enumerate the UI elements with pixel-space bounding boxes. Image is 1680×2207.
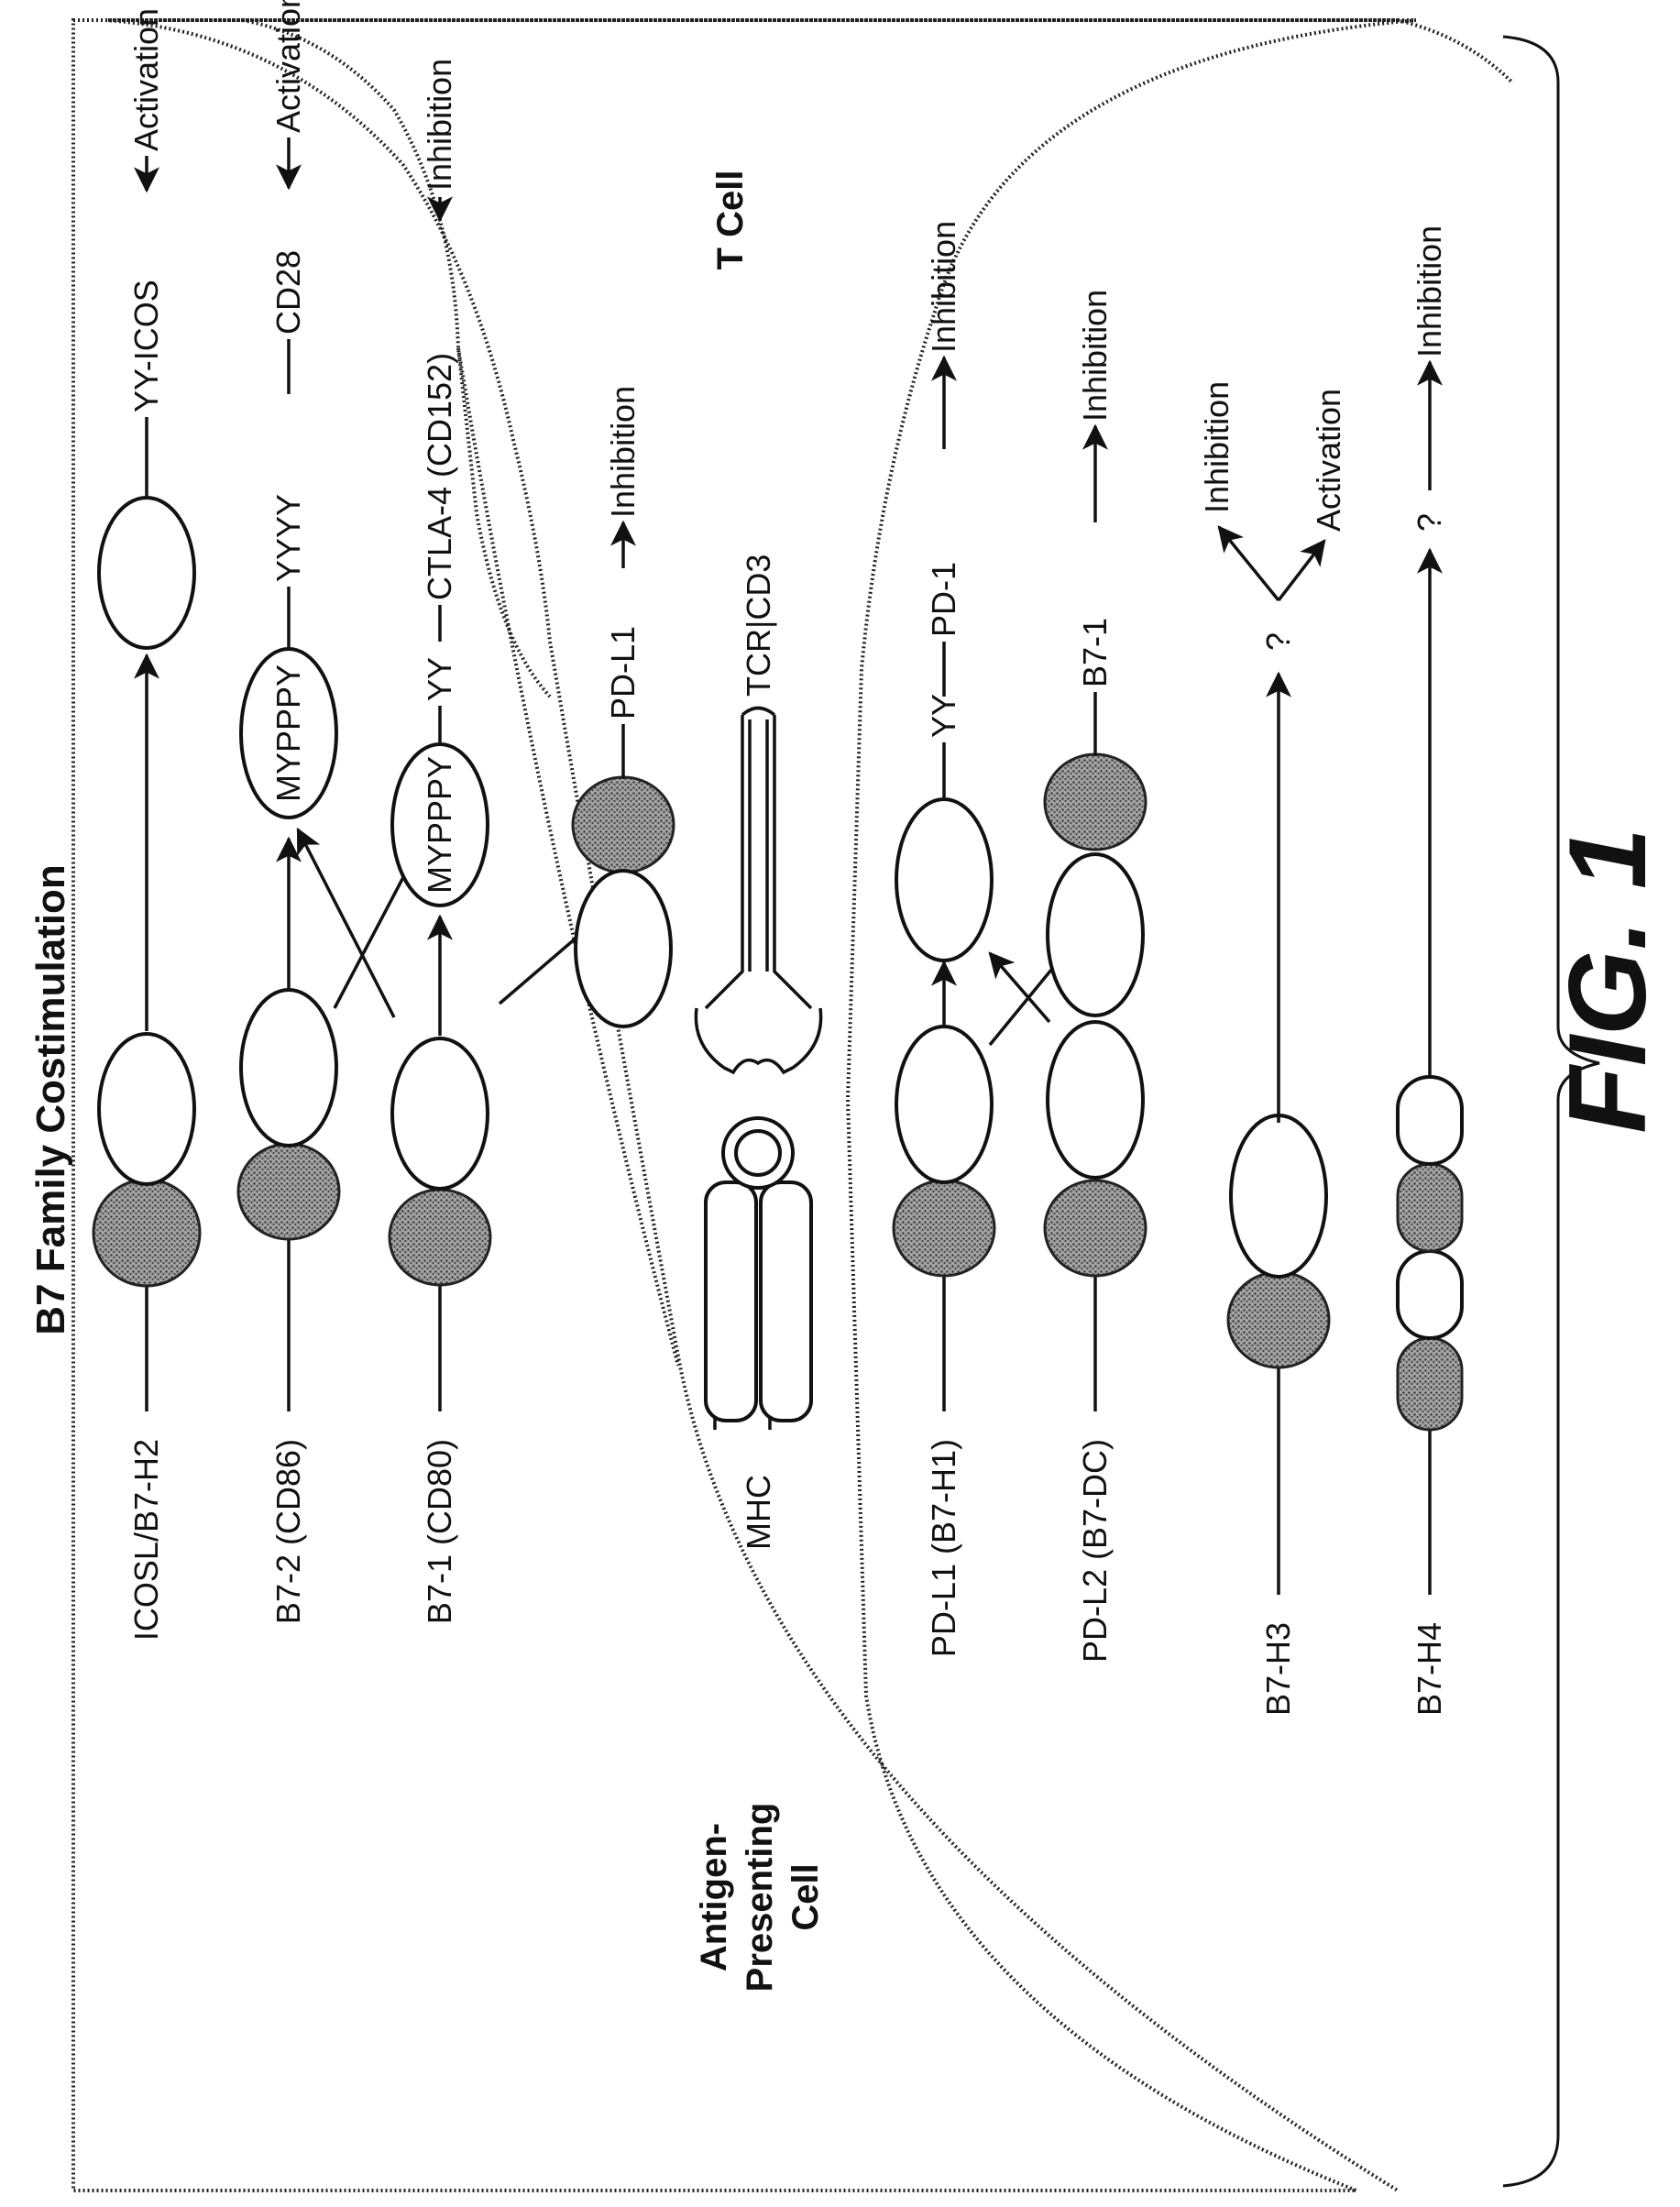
motif-mypppy-cd28: MYPPPY [269, 664, 307, 802]
pd-l1-receptor-domain-2 [576, 871, 671, 1027]
label-b7-1-effect: Inhibition [1076, 290, 1114, 422]
figure-label-group: FIG. 1 [1546, 828, 1669, 1133]
figure-title: B7 Family Costimulation [28, 864, 73, 1334]
b7-1-domain-2 [392, 1038, 488, 1189]
b7-h4-row [1398, 362, 1462, 1595]
figure-label: FIG. 1 [1546, 828, 1669, 1133]
pd-1-domain [896, 799, 992, 961]
pd-l1-receptor-row [573, 522, 674, 1027]
tcr-shape [696, 708, 820, 1073]
b7-1-receptor-domain-1 [1045, 754, 1146, 850]
label-cd28-motif: YYYY [269, 494, 307, 582]
label-ctla4-effect: Inhibition [421, 59, 458, 191]
label-icosl: ICOSL/B7-H2 [127, 1439, 165, 1641]
title-group: B7 Family Costimulation [28, 864, 73, 1334]
label-mhc: MHC [740, 1475, 777, 1550]
b7-2-domain-1 [238, 1144, 339, 1239]
label-icos-effect: Activation [127, 8, 165, 151]
tcell-label: T Cell [710, 170, 751, 270]
label-cd28: CD28 [269, 250, 307, 335]
icosl-domain-2 [99, 1034, 194, 1184]
label-b7-h3-effect-2: Activation [1310, 389, 1347, 532]
label-pd-l1-effect: Inhibition [604, 386, 642, 518]
b7-h4-domain-3 [1398, 1164, 1462, 1251]
pd-l1-domain-1 [894, 1180, 994, 1276]
motif-mypppy-ctla4: MYPPPY [421, 756, 458, 894]
icosl-domain-1 [93, 1180, 200, 1286]
apc-label-line-3: Cell [785, 1863, 826, 1930]
b7-1-receptor-domain-2 [1048, 854, 1143, 1016]
label-b7-h3-effect-1: Inhibition [1198, 381, 1235, 513]
pd-l1-row [894, 357, 1072, 1411]
label-b7-1-receptor: B7-1 [1076, 618, 1114, 687]
pd-l1-domain-2 [896, 1027, 992, 1182]
icos-domain [99, 498, 194, 648]
mhc-tcr-complex [696, 708, 820, 1431]
label-pd-l1: PD-L1 (B7-H1) [925, 1439, 962, 1657]
label-b7-h4-effect: Inhibition [1411, 225, 1448, 357]
label-b7-h3-receptor: ? [1259, 632, 1297, 651]
label-ctla4-motif: YY [421, 657, 458, 701]
b7-h4-domain-4 [1398, 1077, 1462, 1164]
label-pd-l1-receptor: PD-L1 [604, 626, 642, 719]
pd-l2-domain-1 [1045, 1180, 1146, 1276]
b7-2-domain-2 [241, 990, 336, 1146]
b7-1-domain-1 [390, 1190, 490, 1285]
label-pd1-motif: YY [925, 694, 962, 738]
label-yy-icos: YY-ICOS [127, 280, 165, 412]
b7-h3-domain-1 [1228, 1272, 1329, 1367]
b7-h4-domain-2 [1398, 1251, 1462, 1338]
label-b7-h3: B7-H3 [1259, 1622, 1297, 1716]
label-pd-l2: PD-L2 (B7-DC) [1076, 1439, 1114, 1663]
label-pd1: PD-1 [925, 562, 962, 637]
label-tcr-cd3: TCR|CD3 [740, 554, 777, 697]
pd-l2-row [990, 426, 1146, 1411]
label-b7-h4-receptor: ? [1411, 513, 1448, 532]
label-pd1-effect: Inhibition [925, 221, 962, 353]
label-cd28-effect: Activation [269, 0, 307, 133]
apc-label-line-2: Presenting [740, 1803, 780, 1993]
label-b7-h4: B7-H4 [1411, 1622, 1448, 1716]
b7-h3-domain-2 [1231, 1115, 1326, 1277]
label-b7-2: B7-2 (CD86) [269, 1439, 307, 1624]
b7-h3-row [1219, 527, 1329, 1595]
pd-l1-receptor-domain-1 [573, 777, 674, 873]
label-ctla4: CTLA-4 (CD152) [421, 353, 458, 600]
b7-h4-domain-1 [1398, 1338, 1462, 1430]
label-b7-1: B7-1 (CD80) [421, 1439, 458, 1624]
apc-label-line-1: Antigen- [694, 1823, 734, 1971]
pd-l2-domain-2 [1048, 1022, 1143, 1178]
